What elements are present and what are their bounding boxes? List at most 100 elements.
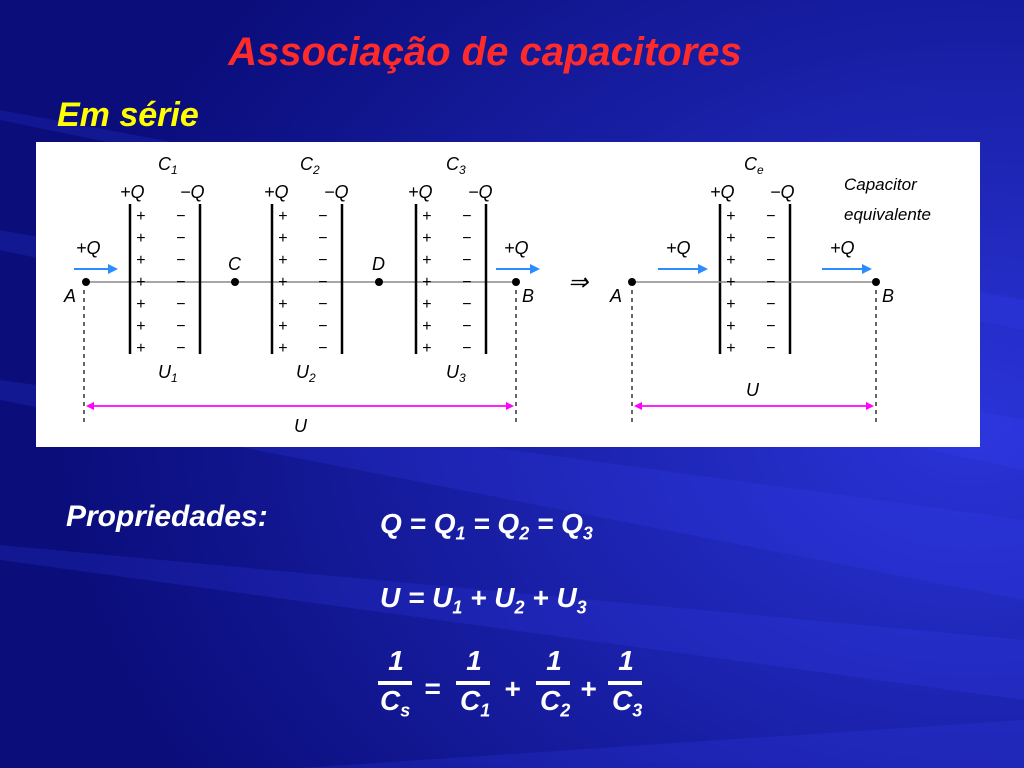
input-charge-left: +Q [76,238,101,258]
plate-minus-sign: − [318,340,327,357]
plate-minus-sign: − [318,274,327,291]
series-circuit-figure: C1 C2 C3 Ce +Q −Q +Q −Q +Q −Q +Q −Q +Q +… [36,142,980,447]
plate-minus-sign: − [176,252,185,269]
slide-title: Associação de capacitores [228,30,742,74]
plate-plus-sign: + [422,230,431,247]
plate-plus-sign: + [278,274,287,291]
charge-plus-c3: +Q [408,182,433,202]
plate-plus-sign: + [278,318,287,335]
plate-minus-sign: − [176,340,185,357]
capacitor-label-ce: Ce [744,154,764,177]
plate-plus-sign: + [278,252,287,269]
plate-minus-sign: − [318,208,327,225]
charge-plus-c1: +Q [120,182,145,202]
voltage-label-u3: U3 [446,362,466,385]
plate-plus-sign: + [726,252,735,269]
plate-minus-sign: − [462,296,471,313]
charge-equation: Q = Q1 = Q2 = Q3 [380,508,593,544]
plate-minus-sign: − [462,274,471,291]
node-c: C [228,254,242,274]
plate-minus-sign: − [176,274,185,291]
plate-plus-sign: + [422,208,431,225]
plate-minus-sign: − [766,296,775,313]
node-b-left: B [522,286,534,306]
node-a-left: A [63,286,76,306]
plus-sign-2: + [580,673,597,704]
capacitor-label-c2: C2 [300,154,320,177]
plate-minus-sign: − [766,318,775,335]
plate-minus-sign: − [176,318,185,335]
charge-minus-c1: −Q [180,182,205,202]
plate-minus-sign: − [766,230,775,247]
plate-minus-sign: − [176,230,185,247]
plate-plus-sign: + [136,340,145,357]
node-a-right: A [609,286,622,306]
plus-sign-1: + [504,673,521,704]
plate-minus-sign: − [176,208,185,225]
plate-minus-sign: − [462,340,471,357]
plate-plus-sign: + [278,296,287,313]
charge-plus-ce: +Q [710,182,735,202]
plate-plus-sign: + [726,274,735,291]
capacitor-label-c3: C3 [446,154,466,177]
plate-minus-sign: − [318,296,327,313]
plate-minus-sign: − [318,230,327,247]
voltage-equation: U = U1 + U2 + U3 [380,582,587,618]
plate-plus-sign: + [422,274,431,291]
charge-minus-ce: −Q [770,182,795,202]
plate-minus-sign: − [176,296,185,313]
plate-minus-sign: − [766,208,775,225]
capacitor-sub-c1: 1 [171,163,178,177]
circuit-diagram: C1 C2 C3 Ce +Q −Q +Q −Q +Q −Q +Q −Q +Q +… [63,154,931,436]
input-charge-right: +Q [666,238,691,258]
plate-plus-sign: + [136,252,145,269]
plate-plus-sign: + [726,208,735,225]
slide-subtitle: Em série [57,96,199,134]
plate-minus-sign: − [462,230,471,247]
capacitor-sub-ce: e [757,163,764,177]
capacitor-sub-c2: 2 [312,163,320,177]
node-b-right: B [882,286,894,306]
plate-minus-sign: − [318,318,327,335]
charge-minus-c3: −Q [468,182,493,202]
plate-plus-sign: + [278,230,287,247]
total-voltage-left: U [294,416,308,436]
plate-plus-sign: + [136,208,145,225]
equivalent-caption-line1: Capacitor [844,175,918,194]
plate-plus-sign: + [726,340,735,357]
properties-label: Propriedades: [66,500,268,533]
plate-plus-sign: + [422,318,431,335]
plate-minus-sign: − [318,252,327,269]
plate-signs: + − + − + − + − + − + − + − + − + − + − + − + − + − + − + − + − + − + − + − + −… [136,208,775,357]
charge-plus-c2: +Q [264,182,289,202]
implies-symbol: ⇒ [568,269,589,296]
plate-minus-sign: − [766,252,775,269]
plate-plus-sign: + [422,252,431,269]
node-d: D [372,254,385,274]
plate-plus-sign: + [136,230,145,247]
plate-plus-sign: + [422,340,431,357]
plate-minus-sign: − [766,274,775,291]
voltage-label-u1: U1 [158,362,178,385]
plate-plus-sign: + [726,318,735,335]
plate-plus-sign: + [136,296,145,313]
plate-plus-sign: + [136,274,145,291]
plate-plus-sign: + [278,208,287,225]
plate-minus-sign: − [462,318,471,335]
plate-plus-sign: + [726,230,735,247]
total-voltage-right: U [746,380,760,400]
plate-plus-sign: + [278,340,287,357]
capacitor-sub-c3: 3 [459,163,466,177]
plate-minus-sign: − [462,252,471,269]
capacitor-label-c1: C1 [158,154,178,177]
plate-plus-sign: + [422,296,431,313]
output-charge-left: +Q [504,238,529,258]
plate-minus-sign: − [462,208,471,225]
plate-plus-sign: + [136,318,145,335]
plate-minus-sign: − [766,340,775,357]
charge-minus-c2: −Q [324,182,349,202]
equals-sign: = [424,673,441,704]
plate-plus-sign: + [726,296,735,313]
voltage-label-u2: U2 [296,362,316,385]
equivalent-caption-line2: equivalente [844,205,931,224]
